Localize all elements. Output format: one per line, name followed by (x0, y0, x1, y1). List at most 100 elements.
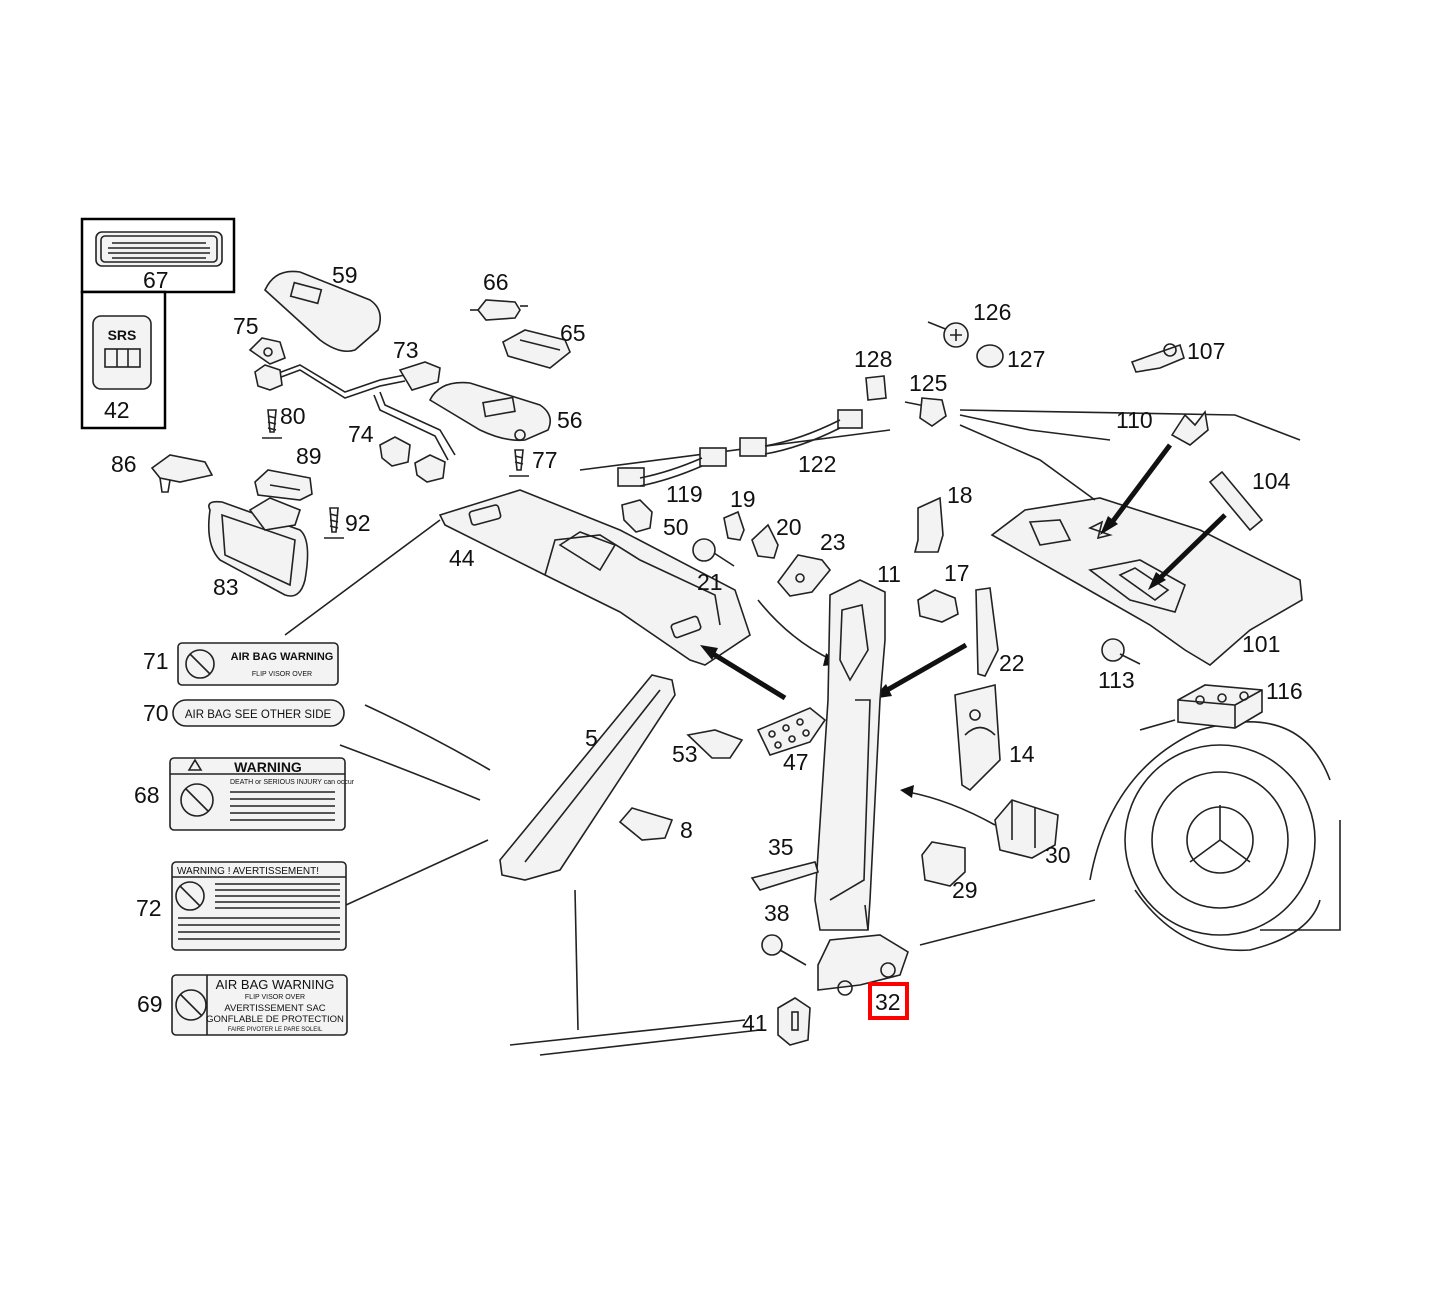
car-body-outline (339, 409, 1341, 1056)
callout-30: 30 (1045, 842, 1071, 868)
label-71-title: AIR BAG WARNING (231, 651, 334, 663)
callout-71: 71 (143, 648, 169, 674)
callout-113: 113 (1098, 667, 1135, 693)
label-67-box (80, 217, 236, 294)
trim-14 (954, 683, 1001, 792)
callout-44: 44 (449, 545, 475, 571)
callout-126: 126 (973, 299, 1011, 325)
screw-80 (262, 409, 282, 439)
clip-8 (618, 807, 674, 841)
callout-29: 29 (952, 877, 978, 903)
callout-42: 42 (104, 397, 130, 423)
clip-20 (751, 523, 779, 559)
callout-70: 70 (143, 700, 169, 726)
rear-liner-101 (959, 414, 1303, 666)
callout-83: 83 (213, 574, 239, 600)
callout-69: 69 (137, 991, 163, 1017)
screw-125 (904, 397, 947, 427)
callout-75: 75 (233, 313, 259, 339)
callout-73: 73 (393, 337, 419, 363)
callout-116: 116 (1266, 678, 1303, 704)
callout-19: 19 (730, 486, 756, 512)
clip-74 (379, 436, 411, 467)
cap-127 (976, 344, 1004, 368)
label-71-sub: FLIP VISOR OVER (252, 671, 312, 678)
callout-38: 38 (764, 900, 790, 926)
callout-5: 5 (585, 725, 598, 751)
callout-21: 21 (697, 569, 723, 595)
callout-23: 23 (820, 529, 846, 555)
callout-47: 47 (783, 749, 809, 775)
strip-35 (750, 861, 819, 891)
screw-126 (927, 321, 969, 348)
clip-128 (865, 375, 887, 401)
clip-17 (917, 589, 959, 623)
callout-18: 18 (947, 482, 973, 508)
clip-19 (723, 510, 745, 541)
callout-127: 127 (1007, 346, 1045, 372)
callout-92: 92 (345, 510, 371, 536)
label-69-title: AIR BAG WARNING (216, 977, 335, 992)
label-69-sub4: FAIRE PIVOTER LE PARE SOLEIL (228, 1027, 323, 1033)
b-pillar-11 (814, 579, 886, 931)
clip-50 (621, 499, 653, 533)
visor-clip-75 (248, 337, 286, 365)
clip-74b (414, 454, 446, 483)
arrows (700, 443, 1227, 826)
screw-38 (761, 934, 807, 966)
highlight-box-32 (868, 982, 909, 1020)
bracket-89 (254, 469, 313, 501)
callout-65: 65 (560, 320, 586, 346)
callout-53: 53 (672, 741, 698, 767)
screw-113 (1101, 638, 1141, 665)
callout-35: 35 (768, 834, 794, 860)
label-70-text: AIR BAG SEE OTHER SIDE (185, 709, 332, 721)
bracket-18 (913, 496, 944, 553)
vent-47 (756, 707, 827, 756)
callout-101: 101 (1242, 631, 1280, 657)
callout-125: 125 (909, 370, 947, 396)
callout-14: 14 (1009, 741, 1035, 767)
callout-122: 122 (798, 451, 836, 477)
label-42-box: SRS (80, 290, 167, 430)
trim-32 (817, 934, 909, 996)
bulb-66 (470, 299, 528, 321)
callout-59: 59 (332, 262, 358, 288)
label-69: AIR BAG WARNING FLIP VISOR OVER AVERTISS… (171, 974, 348, 1036)
callout-22: 22 (999, 650, 1025, 676)
a-pillar-5 (499, 674, 676, 881)
headliner-44 (284, 489, 751, 666)
sun-visor-56 (428, 381, 551, 442)
label-70: AIR BAG SEE OTHER SIDE (172, 699, 345, 727)
label-69-sub1: FLIP VISOR OVER (245, 994, 305, 1001)
label-68: WARNING DEATH or SERIOUS INJURY can occu… (169, 757, 355, 831)
label-69-sub3: GONFLABLE DE PROTECTION (206, 1014, 344, 1025)
srs-text: SRS (108, 327, 137, 343)
label-68-sub: DEATH or SERIOUS INJURY can occur (230, 779, 355, 786)
label-71: AIR BAG WARNING FLIP VISOR OVER (177, 642, 339, 686)
clip-53 (686, 729, 744, 759)
callout-56: 56 (557, 407, 583, 433)
callout-67: 67 (143, 267, 169, 293)
grab-handle-122 (739, 409, 863, 457)
callout-77: 77 (532, 447, 558, 473)
pad-104 (1118, 470, 1264, 601)
screw-92 (324, 507, 344, 539)
callout-74: 74 (348, 421, 374, 447)
sun-visor-59 (264, 270, 381, 353)
lens-65 (502, 329, 571, 369)
callout-32: 32 (875, 989, 901, 1015)
screw-77 (509, 449, 529, 477)
label-72-title: WARNING ! AVERTISSEMENT! (177, 866, 319, 877)
callout-80: 80 (280, 403, 306, 429)
grab-handle-119 (617, 447, 727, 487)
callout-8: 8 (680, 817, 693, 843)
clip-107 (1130, 343, 1185, 373)
clip-29 (921, 841, 966, 887)
wiring-73 (254, 361, 456, 461)
screw-21 (692, 538, 735, 567)
callout-86: 86 (111, 451, 137, 477)
callout-128: 128 (854, 346, 892, 372)
